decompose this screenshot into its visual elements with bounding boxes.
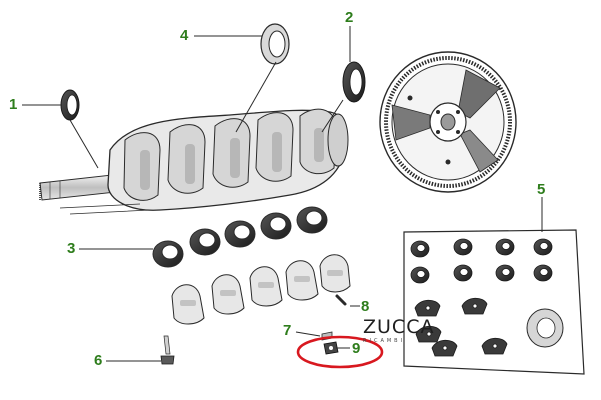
brand-name: ZUCCA [363, 316, 435, 338]
brand-subtitle: RICAMBI [363, 338, 406, 344]
dowel-pin[interactable] [335, 293, 348, 306]
callout-1: 1 [9, 96, 18, 113]
callout-4: 4 [180, 27, 189, 44]
callout-2: 2 [345, 9, 354, 26]
front-oil-seal[interactable] [60, 89, 80, 121]
flywheel[interactable] [379, 51, 517, 193]
bearing-kit-panel[interactable] [403, 229, 585, 375]
leader-lines [22, 26, 543, 362]
crankshaft[interactable] [39, 108, 349, 215]
main-bearing-shells[interactable] [152, 206, 328, 268]
brand-logo: ZUCCA RICAMBI [363, 316, 435, 345]
lock-tab[interactable] [323, 341, 339, 355]
callout-6: 6 [94, 352, 103, 369]
rear-oil-seal[interactable] [342, 61, 366, 103]
callout-8: 8 [361, 298, 370, 315]
highlight-circle [296, 335, 384, 369]
callout-5: 5 [537, 181, 546, 198]
callout-7: 7 [283, 322, 292, 339]
thrust-washer[interactable] [260, 23, 290, 65]
main-bearing-caps[interactable] [171, 254, 351, 325]
cap-bolt[interactable] [160, 335, 175, 365]
callout-3: 3 [67, 240, 76, 257]
callout-9: 9 [352, 340, 361, 357]
